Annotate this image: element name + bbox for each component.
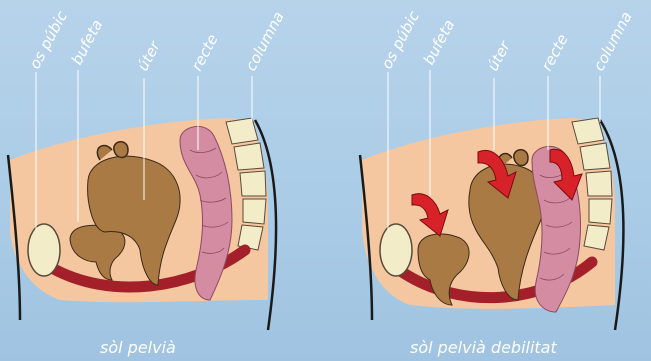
label-bufeta: bufeta <box>420 16 459 67</box>
label-uter: úter <box>484 38 515 74</box>
label-recte: recte <box>538 31 572 74</box>
panel-normal: os púbic bufeta úter recte columna sòl p… <box>8 7 288 357</box>
caption-normal: sòl pelvià <box>100 338 176 357</box>
label-columna: columna <box>590 9 636 74</box>
panel-weakened: os púbic bufeta úter recte columna sòl p… <box>360 7 636 357</box>
pubic-bone <box>28 224 60 276</box>
label-columna: columna <box>242 9 288 74</box>
label-uter: úter <box>134 38 165 74</box>
pubic-bone <box>380 224 412 276</box>
label-bufeta: bufeta <box>68 16 107 67</box>
label-os-pubic: os púbic <box>378 7 424 71</box>
label-recte: recte <box>188 31 222 74</box>
caption-weakened: sòl pelvià debilitat <box>410 338 557 357</box>
label-os-pubic: os púbic <box>26 7 72 71</box>
